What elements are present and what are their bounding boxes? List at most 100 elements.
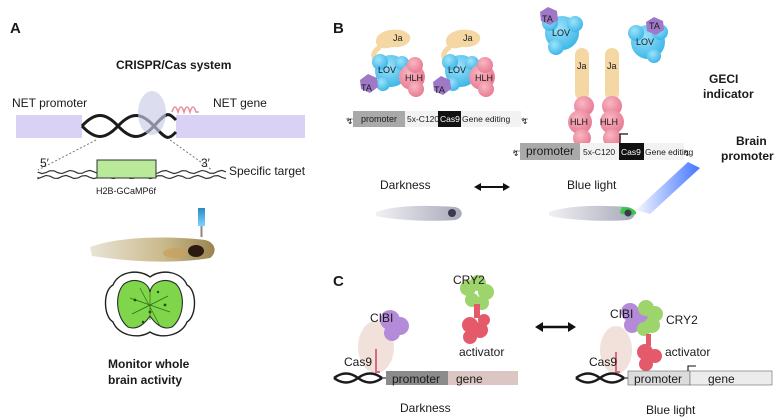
ta-label-2: TA bbox=[434, 85, 445, 95]
hlh-label-2: HLH bbox=[475, 73, 493, 83]
activator-label-dark: activator bbox=[459, 345, 504, 359]
transcription-arrow-c bbox=[687, 365, 696, 371]
net-gene-block bbox=[176, 115, 305, 138]
larva-light-icon bbox=[549, 205, 637, 221]
panel-a: A CRISPR/Cas system NET promoter NET gen… bbox=[10, 20, 306, 387]
blue-light-beam bbox=[636, 162, 700, 214]
blue-light-label-b: Blue light bbox=[567, 178, 617, 192]
geci-label-1: GECI bbox=[709, 72, 738, 86]
cas9-label-dark: Cas9 bbox=[344, 355, 372, 369]
cry2-bound bbox=[637, 300, 663, 336]
activator-bound bbox=[637, 344, 662, 371]
gene-editing-label: Gene editing bbox=[462, 114, 510, 124]
three-prime-label: 3′ bbox=[201, 156, 211, 170]
gene-label-light: gene bbox=[708, 372, 735, 386]
lov-complex-dark-2: Ja LOV HLH TA bbox=[433, 29, 495, 97]
ta-domain bbox=[360, 74, 378, 93]
transcription-arrow bbox=[619, 133, 628, 143]
lov-label-2: LOV bbox=[448, 65, 466, 75]
ja-label-4: Ja bbox=[607, 61, 617, 71]
specific-target-label: Specific target bbox=[229, 164, 306, 178]
h2b-gcamp6f-label: H2B-GCaMP6f bbox=[96, 186, 157, 196]
zebrafish-larva-icon bbox=[90, 237, 215, 262]
geci-label-2: indicator bbox=[703, 87, 754, 101]
hlh-label: HLH bbox=[405, 73, 423, 83]
lov-label-4: LOV bbox=[636, 37, 654, 47]
promoter-label-dark: promoter bbox=[392, 372, 440, 386]
injection-needle-icon bbox=[198, 208, 205, 237]
cas9-shape-light bbox=[600, 326, 632, 374]
light-cassette: ↯ promoter 5x-C120 Cas9 Gene editing ↯ bbox=[512, 133, 693, 160]
svg-text:↯: ↯ bbox=[521, 116, 528, 126]
dark-cassette: ↯ promoter 5x-C120 Cas9 Gene editing ↯ bbox=[346, 111, 528, 127]
array-label-2: 5x-C120 bbox=[583, 147, 615, 157]
zoom-line-left bbox=[37, 139, 97, 171]
larva-dark-icon bbox=[376, 205, 462, 221]
darkness-label-b: Darkness bbox=[380, 178, 431, 192]
ja-label-2: Ja bbox=[463, 33, 473, 43]
array-label: 5x-C120 bbox=[407, 114, 439, 124]
lov-label: LOV bbox=[378, 65, 396, 75]
cry2-label-light: CRY2 bbox=[666, 313, 698, 327]
cas9-label-light: Cas9 bbox=[589, 355, 617, 369]
cibi-label-light: CIBI bbox=[610, 307, 633, 321]
brain-promoter-label-1: Brain bbox=[736, 134, 767, 148]
five-prime-label: 5′ bbox=[40, 156, 50, 170]
net-gene-label: NET gene bbox=[213, 96, 267, 110]
net-promoter-label: NET promoter bbox=[12, 96, 87, 110]
dna-helix bbox=[80, 113, 178, 139]
h2b-gcamp6f-box bbox=[96, 159, 157, 179]
panel-a-title: CRISPR/Cas system bbox=[116, 58, 231, 72]
panel-b-letter: B bbox=[333, 20, 344, 37]
ta-label: TA bbox=[361, 83, 372, 93]
svg-text:↯: ↯ bbox=[512, 148, 519, 158]
gene-block-dark bbox=[448, 371, 518, 385]
lov-label-3: LOV bbox=[552, 28, 570, 38]
panel-b: B Ja LOV HLH TA Ja LOV HLH bbox=[333, 7, 774, 221]
sgrna-loops bbox=[171, 106, 199, 115]
ja-label: Ja bbox=[393, 33, 403, 43]
gene-editing-label-2: Gene editing bbox=[645, 147, 693, 157]
activator-label-light: activator bbox=[665, 345, 710, 359]
monitor-line-1: Monitor whole bbox=[108, 357, 190, 371]
panel-c: C CRY2 activator CIBI Ca bbox=[333, 273, 773, 417]
cry2-free bbox=[460, 275, 494, 310]
cas9-label-2: Cas9 bbox=[621, 147, 641, 157]
hlh-label-3: HLH bbox=[570, 117, 588, 127]
panel-c-letter: C bbox=[333, 273, 344, 290]
ja-label-3: Ja bbox=[577, 61, 587, 71]
double-arrow-icon bbox=[474, 183, 510, 191]
svg-text:↯: ↯ bbox=[683, 148, 690, 158]
promoter-label: promoter bbox=[361, 114, 397, 124]
monitor-line-2: brain activity bbox=[108, 373, 182, 387]
promoter-label-light: promoter bbox=[634, 372, 682, 386]
ja-helix bbox=[375, 29, 411, 49]
lov-dimer-light: LOV TA Ja LOV TA Ja HLH HLH bbox=[540, 7, 668, 147]
dark-state-c: CRY2 activator CIBI Cas9 promoter gene bbox=[333, 273, 518, 415]
cas9-label: Cas9 bbox=[440, 114, 460, 124]
cibi-label-dark: CIBI bbox=[370, 311, 393, 325]
net-promoter-block bbox=[16, 115, 82, 138]
promoter-block bbox=[353, 111, 405, 127]
cas9-block bbox=[438, 111, 461, 127]
lov-complex-dark-1: Ja LOV HLH TA bbox=[360, 29, 425, 97]
svg-text:↯: ↯ bbox=[346, 116, 353, 126]
panel-a-letter: A bbox=[10, 20, 21, 37]
brain-promoter-label-2: promoter bbox=[721, 149, 774, 163]
ta-label-4: TA bbox=[649, 21, 660, 31]
double-arrow-c-icon bbox=[535, 322, 576, 332]
cry2-label-dark: CRY2 bbox=[453, 273, 485, 287]
light-state-c: CIBI CRY2 activator Cas9 promoter gene B… bbox=[575, 300, 773, 417]
gene-label-dark: gene bbox=[456, 372, 483, 386]
hlh-label-4: HLH bbox=[600, 117, 618, 127]
promoter-block-dark bbox=[386, 371, 448, 385]
cas9-complex bbox=[138, 91, 166, 135]
ta-label-3: TA bbox=[542, 14, 553, 24]
darkness-label-c: Darkness bbox=[400, 401, 451, 415]
cibi-dark bbox=[380, 310, 409, 341]
promoter-label-2: promoter bbox=[526, 144, 574, 158]
activator-free bbox=[462, 314, 490, 344]
brain-icon bbox=[104, 271, 196, 337]
blue-light-label-c: Blue light bbox=[646, 403, 696, 417]
